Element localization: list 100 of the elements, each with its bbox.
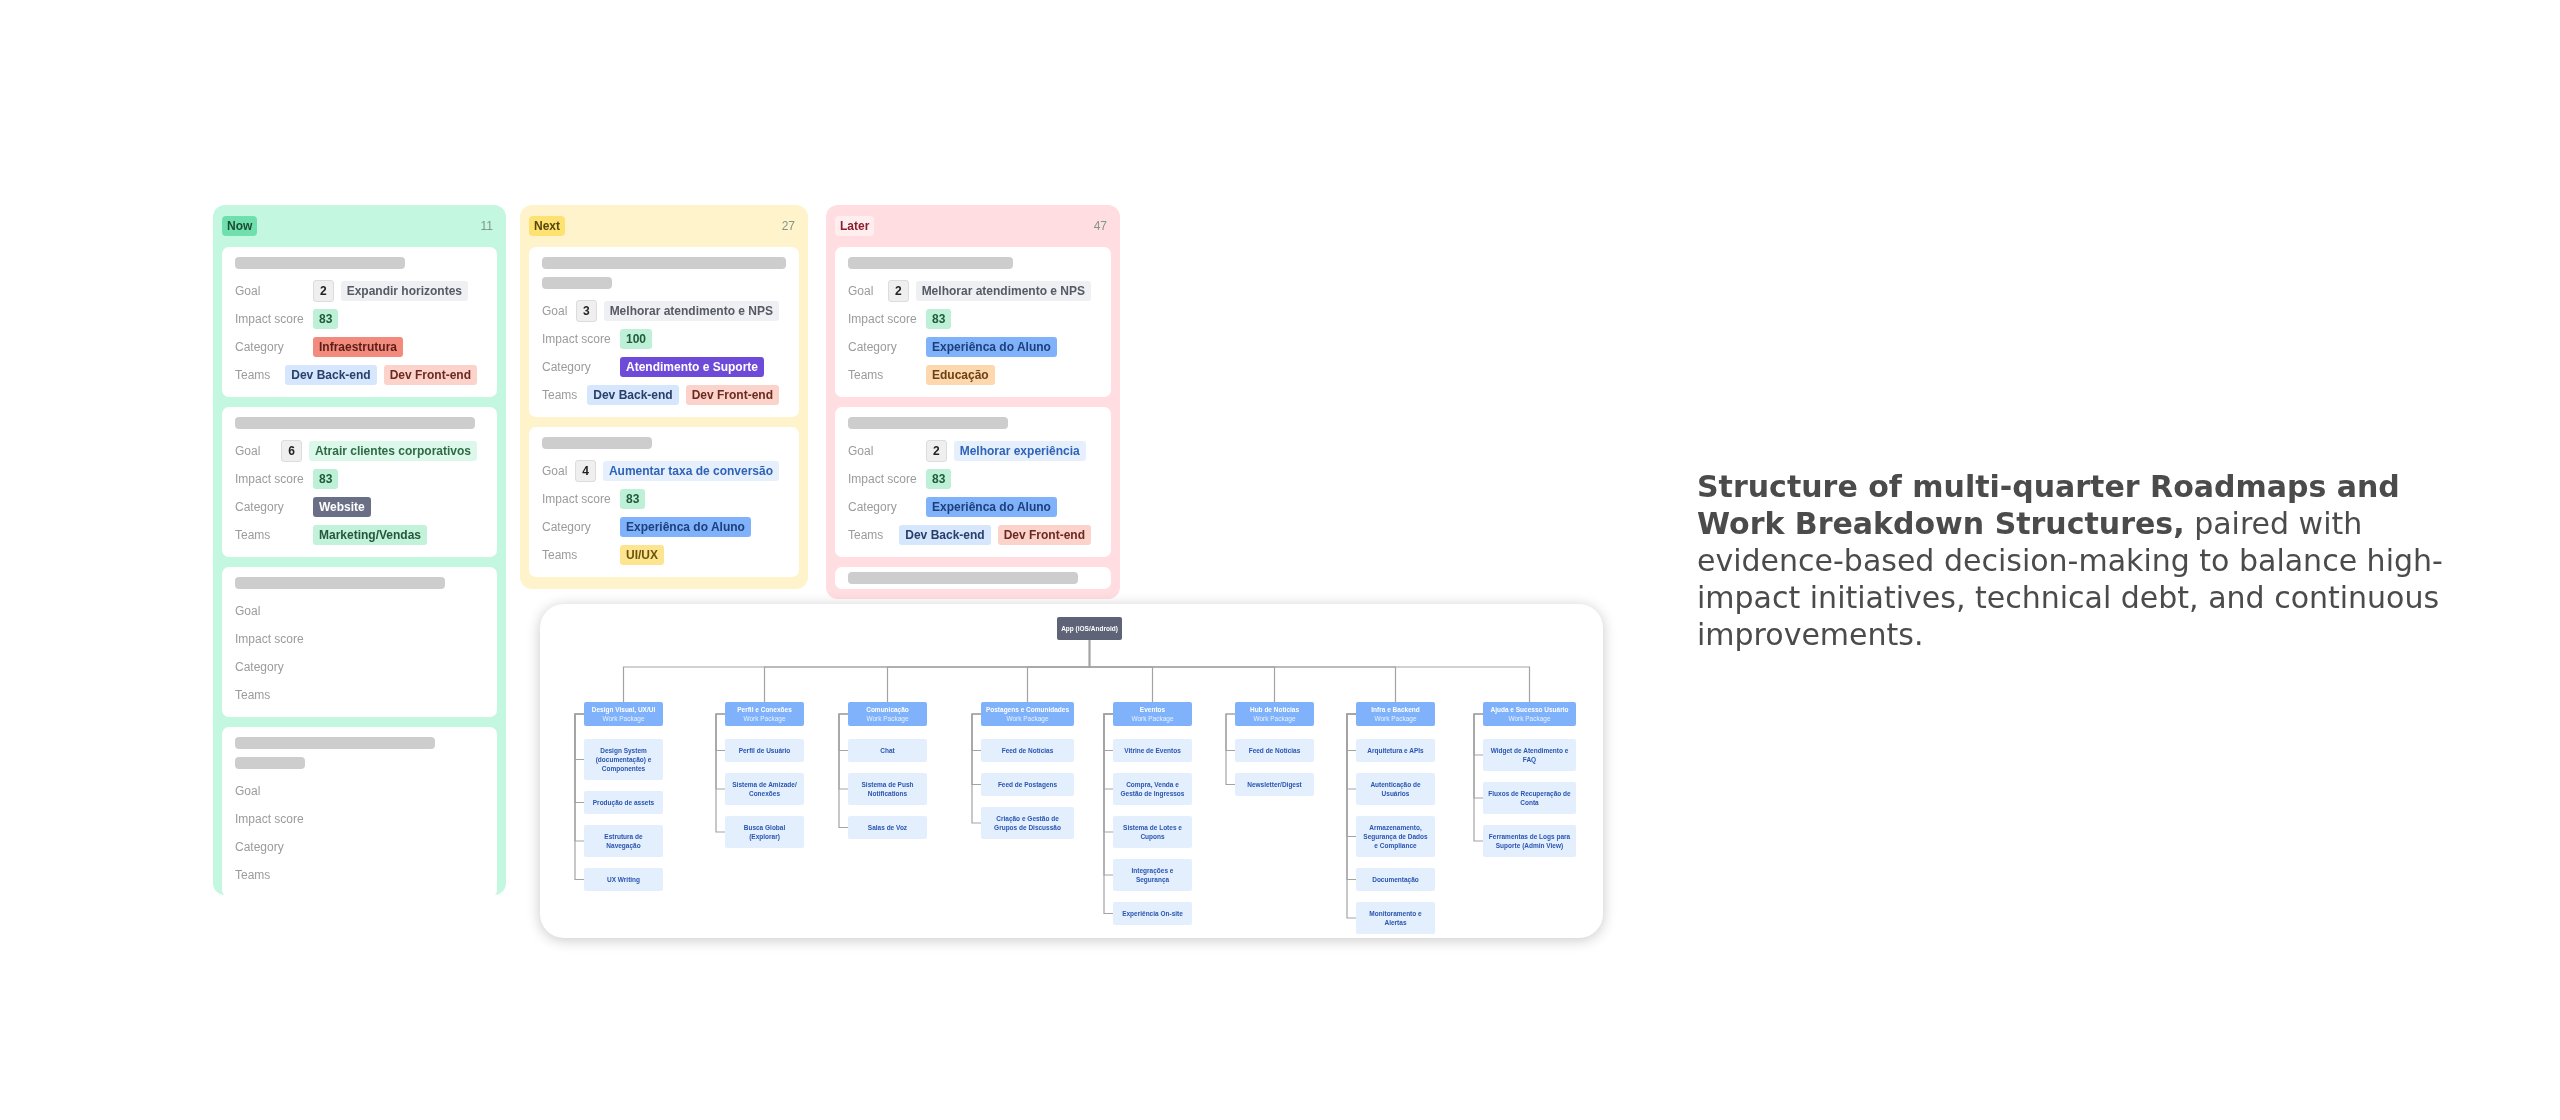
status-badge: Now (222, 216, 258, 236)
roadmap-card (835, 407, 1111, 557)
goal-number: 2 (887, 280, 909, 302)
score-tag: 83 (926, 469, 952, 489)
goal-number: 6 (281, 440, 302, 462)
field-label: Goal (235, 444, 262, 458)
connector-line (574, 713, 585, 881)
category-tag: Atendimento e Suporte (620, 357, 764, 377)
roadmap-card (222, 727, 497, 897)
field-label: Teams (542, 388, 579, 402)
goal-tag: Melhorar experiência (953, 441, 1086, 461)
field-label: Impact score (542, 492, 612, 506)
field-label: Impact score (848, 312, 918, 326)
item-count: 27 (781, 219, 796, 233)
kanban-column (520, 205, 808, 589)
field-label: Teams (235, 368, 272, 382)
team-tag: Dev Front-end (685, 385, 779, 405)
goal-number: 2 (313, 280, 334, 302)
work-package-card (725, 702, 804, 726)
team-tag: Dev Front-end (383, 365, 477, 385)
field-label: Impact score (235, 472, 305, 486)
field-label: Teams (542, 548, 579, 562)
score-tag: 83 (313, 309, 339, 329)
work-package-card (1483, 702, 1576, 726)
diagram-panel (540, 604, 1603, 938)
roadmap-card (835, 247, 1111, 397)
roadmap-card (835, 567, 1111, 589)
goal-tag: Melhorar atendimento e NPS (603, 301, 779, 321)
goal-number: 4 (575, 460, 596, 482)
goal-number: 3 (575, 300, 597, 322)
team-tag: Dev Back-end (587, 385, 679, 405)
connector-line (971, 713, 982, 824)
field-label: Goal (235, 284, 262, 298)
field-label: Impact score (235, 632, 305, 646)
category-tag: Experiênca do Aluno (926, 337, 1057, 357)
team-tag: Dev Back-end (285, 365, 377, 385)
field-label: Teams (848, 528, 885, 542)
field-label: Category (235, 340, 285, 354)
goal-tag: Melhorar atendimento e NPS (915, 281, 1091, 301)
connector-line (1103, 713, 1114, 915)
team-tag: Marketing/Vendas (313, 525, 428, 545)
team-tag: Dev Back-end (899, 525, 991, 545)
field-label: Teams (848, 368, 885, 382)
item-count: 11 (480, 219, 494, 233)
goal-number: 2 (926, 440, 947, 462)
field-label: Impact score (235, 312, 305, 326)
work-package-card (1356, 702, 1435, 726)
score-tag: 83 (313, 469, 339, 489)
team-tag: Educação (926, 365, 995, 385)
team-tag: UI/UX (620, 545, 664, 565)
goal-tag: Expandir horizontes (340, 281, 469, 301)
work-package-card (1235, 702, 1314, 726)
roadmap-card (222, 567, 497, 717)
field-label: Category (848, 340, 898, 354)
category-tag: Experiênca do Aluno (926, 497, 1057, 517)
description-text: Structure of multi-quarter Roadmaps and Work Breakdown Structures, paired with evidence-based decision-making to balance high-impact initiatives, technical debt, and continuous improvements. (1697, 468, 2444, 653)
category-tag: Infraestrutura (313, 337, 404, 357)
work-package-card (1113, 702, 1192, 726)
work-package-card (584, 702, 663, 726)
field-label: Teams (235, 528, 272, 542)
item-count: 47 (1093, 219, 1108, 233)
field-label: Category (542, 360, 592, 374)
field-label: Category (235, 660, 285, 674)
field-label: Goal (235, 784, 262, 798)
connector-line (1473, 713, 1484, 842)
work-package-card (981, 702, 1074, 726)
connector-line (838, 713, 849, 829)
field-label: Category (235, 500, 285, 514)
field-label: Category (542, 520, 592, 534)
field-label: Category (235, 840, 285, 854)
work-package-card (848, 702, 927, 726)
field-label: Goal (542, 464, 569, 478)
field-label: Goal (542, 304, 569, 318)
field-label: Goal (235, 604, 262, 618)
category-tag: Experiênca do Aluno (620, 517, 751, 537)
score-tag: 83 (620, 489, 646, 509)
field-label: Teams (235, 688, 272, 702)
status-badge: Next (529, 216, 565, 236)
field-label: Impact score (235, 812, 305, 826)
roadmap-card (222, 247, 497, 397)
kanban-column (826, 205, 1120, 599)
field-label: Goal (848, 284, 875, 298)
roadmap-card (529, 427, 799, 577)
category-tag: Website (313, 497, 371, 517)
score-tag: 83 (926, 309, 952, 329)
roadmap-card (222, 407, 497, 557)
kanban-column (213, 205, 506, 895)
score-tag: 100 (620, 329, 653, 349)
field-label: Goal (848, 444, 875, 458)
goal-tag: Aumentar taxa de conversão (602, 461, 779, 481)
status-badge: Later (835, 216, 875, 236)
connector-line (715, 713, 726, 833)
field-label: Impact score (542, 332, 612, 346)
field-label: Teams (235, 868, 272, 882)
roadmap-card (529, 247, 799, 417)
field-label: Impact score (848, 472, 918, 486)
field-label: Category (848, 500, 898, 514)
connector-line (1225, 713, 1236, 786)
goal-tag: Atrair clientes corporativos (308, 441, 477, 461)
connector-line (1346, 713, 1357, 919)
